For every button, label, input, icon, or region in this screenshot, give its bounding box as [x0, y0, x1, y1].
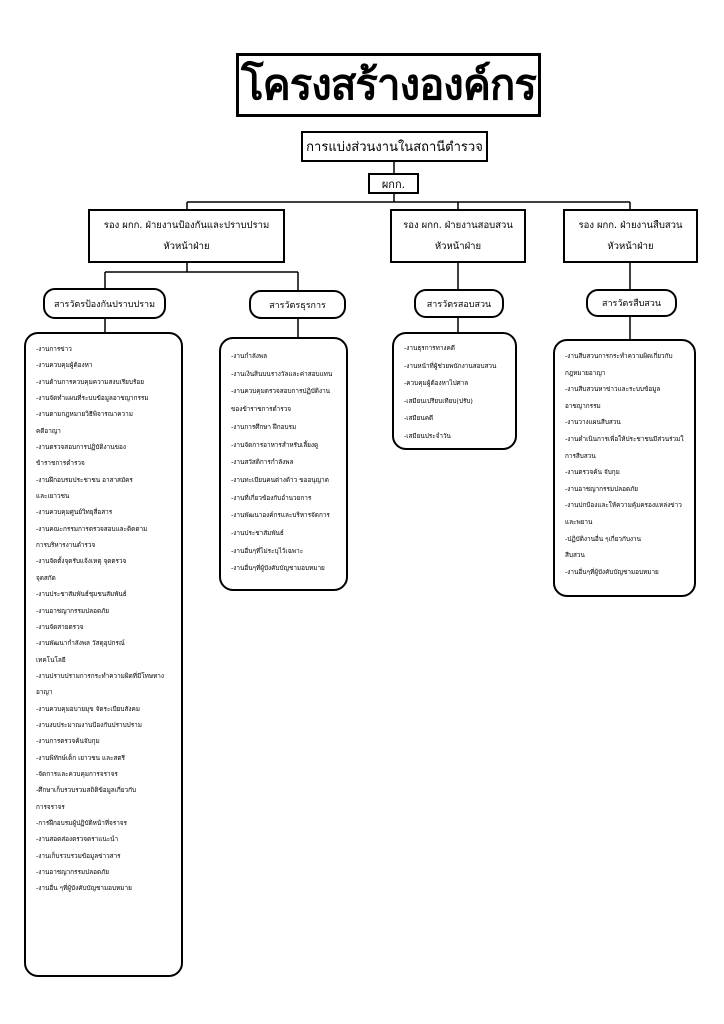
- list-item: -งานตรวจสอบการปฏิบัติงานของ: [36, 443, 126, 452]
- list-item: -งานควบคุมศูนย์วิทยุสื่อสาร: [36, 508, 113, 517]
- list-item: ข้าราชการตำรวจ: [36, 459, 85, 468]
- list-item: -เสมียนประจำวัน: [404, 431, 451, 440]
- list-item: จุดสกัด: [36, 573, 56, 582]
- list-item: -งานจัดทำแผนที่ระบบข้อมูลอาชญากรรม: [36, 394, 149, 403]
- list-item: -งานพัฒนากำลังพล วัสดุอุปกรณ์: [36, 639, 125, 648]
- deputy-title: รอง ผกก. ฝ่ายงานสืบสวน: [578, 220, 683, 231]
- list-item: -งานตามกฎหมายวิธีพิจารณาความ: [36, 410, 133, 419]
- list-item: การบริหารงานตำรวจ: [36, 541, 96, 550]
- list-item: -งานกำลังพล: [231, 352, 268, 360]
- list-item: เทคโนโลยี: [36, 655, 66, 664]
- list-item: -งานการข่าว: [36, 345, 72, 353]
- subtitle: การแบ่งส่วนงานในสถานีตำรวจ: [306, 140, 483, 155]
- list-item: -งานจัดการอาหารสำหรับเลี้ยงดู: [231, 440, 319, 449]
- list-item: -งานควบคุมอบายมุข จัดระเบียบสังคม: [36, 704, 140, 713]
- list-item: -งานทะเบียนคนต่างด้าว ขออนุญาต: [231, 475, 329, 484]
- chief-label: ผกก.: [381, 177, 406, 191]
- list-item: -งานเก็บรวบรวมข้อมูลข่าวสาร: [36, 851, 121, 860]
- list-item: -ศึกษาเก็บรวบรวมสถิติข้อมูลเกี่ยวกับ: [36, 786, 137, 795]
- list-item: -งานควบคุมผู้ต้องหา: [36, 361, 93, 370]
- deputy-box-investigation: รอง ผกก. ฝ่ายงานสืบสวน หัวหน้าฝ่าย: [563, 209, 698, 263]
- list-item: คดีอาญา: [36, 426, 61, 435]
- section-label: สารวัตรสืบสวน: [601, 299, 662, 309]
- section-box-admin: สารวัตรธุรการ: [249, 290, 346, 319]
- list-item: -งานประชาสัมพันธ์ชุมชนสัมพันธ์: [36, 590, 127, 599]
- list-item: -งานตรวจค้น จับกุม: [565, 468, 620, 477]
- deputy-sub: หัวหน้าฝ่าย: [607, 241, 654, 252]
- list-item: -งานด้านการควบคุมความสงบเรียบร้อย: [36, 377, 144, 386]
- duty-list-inquiry: -งานธุรการทางคดี -งานหน้าที่ผู้ช่วยพนักงา…: [392, 332, 517, 450]
- chief-box: ผกก.: [368, 173, 419, 194]
- list-item: -งานการตรวจค้นจับกุม: [36, 737, 100, 746]
- list-item: -พนักงานสอบสวน: [404, 446, 505, 448]
- list-item: สืบสวน: [565, 551, 585, 560]
- list-item: อาญา: [36, 688, 53, 697]
- deputy-title: รอง ผกก. ฝ่ายงานสอบสวน: [403, 220, 513, 231]
- section-label: สารวัตรธุรการ: [269, 300, 326, 311]
- list-item: -งานการศึกษา ฝึกอบรม: [231, 422, 297, 431]
- deputy-sub: หัวหน้าฝ่าย: [163, 241, 210, 252]
- duty-list-admin: -งานกำลังพล -งานเงินสินบนรางวัลและค่าสอบแ…: [219, 337, 348, 591]
- list-item: อาชญากรรม: [565, 401, 601, 410]
- list-item: -เสมียนเปรียบเทียบ(ปรับ): [404, 396, 473, 405]
- section-label: สารวัตรป้องกันปราบปราม: [53, 299, 156, 310]
- deputy-title: รอง ผกก. ฝ่ายงานป้องกันและปราบปราม: [103, 220, 270, 231]
- list-item: -งานควบคุมตรวจสอบการปฏิบัติงาน: [231, 387, 331, 396]
- list-item: -งานประชาสัมพันธ์: [231, 529, 284, 538]
- list-item: -งานสวัสดิการกำลังพล: [231, 458, 294, 467]
- page-title: โครงสร้างองค์กร: [241, 60, 537, 109]
- list-item: -งานจัดตั้งจุดรับแจ้งเหตุ จุดตรวจ: [36, 557, 127, 566]
- list-item: การสืบสวน: [565, 451, 596, 460]
- duty-list-investigation: -งานสืบสวนการกระทำความผิดเกี่ยวกับกฎหมาย…: [553, 339, 696, 597]
- list-item: -งานอาชญากรรมปลอดภัย: [36, 606, 110, 615]
- list-item: -จัดการและควบคุมการจราจร: [36, 769, 118, 778]
- section-box-investigation: สารวัตรสืบสวน: [586, 289, 677, 317]
- list-item: -งานพิทักษ์เด็ก เยาวชน และสตรี: [36, 753, 125, 762]
- section-label: สารวัตรสอบสวน: [426, 299, 492, 310]
- list-item: และพยาน: [565, 517, 593, 526]
- list-item: -งานดำเนินการเพื่อให้ประชาชนมีส่วนร่วมใน: [565, 434, 684, 443]
- list-item: ของข้าราชการตำรวจ: [231, 405, 292, 414]
- list-item: -งานสืบสวนการกระทำความผิดเกี่ยวกับ: [565, 352, 673, 360]
- deputy-box-inquiry: รอง ผกก. ฝ่ายงานสอบสวน หัวหน้าฝ่าย: [390, 209, 526, 263]
- list-item: -งานธุรการทางคดี: [404, 344, 455, 352]
- list-item: -งานฝึกอบรมประชาชน อาสาสมัคร: [36, 475, 133, 484]
- list-item: -งานงบประมาณงานป้องกันปราบปราม: [36, 720, 142, 729]
- list-item: กฎหมายอาญา: [565, 368, 606, 377]
- list-item: และเยาวชน: [36, 492, 70, 501]
- list-item: การจราจร: [36, 802, 65, 811]
- list-item: -งานที่เกี่ยวข้องกับอำนวยการ: [231, 493, 312, 502]
- deputy-box-prevention: รอง ผกก. ฝ่ายงานป้องกันและปราบปราม หัวหน…: [88, 209, 285, 263]
- list-item: -ปฏิบัติงานอื่น ๆเกี่ยวกับงาน: [565, 534, 641, 543]
- list-item: -งานคณะกรรมการตรวจสอบและติดตาม: [36, 524, 148, 533]
- list-item: -งานวางแผนสืบสวน: [565, 418, 621, 427]
- list-item: -งานอาชญากรรมปลอดภัย: [565, 484, 639, 493]
- list-item: -งานจัดสายตรวจ: [36, 622, 84, 631]
- list-item: -เสมียนคดี: [404, 414, 434, 423]
- list-item: -งานหน้าที่ผู้ช่วยพนักงานสอบสวน: [404, 361, 497, 370]
- list-item: -งานอื่นๆที่ไม่ระบุไว้เฉพาะ: [231, 546, 304, 555]
- section-box-inquiry: สารวัตรสอบสวน: [414, 289, 504, 318]
- list-item: -งานเงินสินบนรางวัลและค่าสอบแทน: [231, 369, 333, 378]
- list-item: -งานอื่นๆที่ผู้บังคับบัญชามอบหมาย: [231, 564, 325, 573]
- section-box-prevention: สารวัตรป้องกันปราบปราม: [43, 288, 166, 319]
- list-item: -การฝึกอบรมผู้ปฏิบัติหน้าที่จราจร: [36, 818, 127, 827]
- title-box: โครงสร้างองค์กร: [236, 53, 541, 117]
- list-item: -งานปกป้องและให้ความคุ้มครองแหล่งข่าว: [565, 501, 682, 510]
- duty-list-prevention: -งานการข่าว -งานควบคุมผู้ต้องหา -งานด้านกา…: [24, 332, 183, 977]
- subtitle-box: การแบ่งส่วนงานในสถานีตำรวจ: [301, 131, 488, 162]
- list-item: -งานปราบปรามการกระทำความผิดที่มีโทษทาง: [36, 671, 164, 680]
- deputy-sub: หัวหน้าฝ่าย: [434, 241, 482, 252]
- list-item: -งานสอดส่องตรวจตราแนะนำ: [36, 835, 119, 844]
- list-item: -งานอื่นๆที่ผู้บังคับบัญชามอบหมาย: [565, 567, 659, 576]
- list-item: -งานพัฒนาองค์กรและบริหารจัดการ: [231, 511, 330, 520]
- list-item: -งานสืบสวนหาข่าวและระบบข้อมูล: [565, 385, 661, 394]
- list-item: -งานอาชญากรรมปลอดภัย: [36, 868, 110, 876]
- list-item: -ควบคุมผู้ต้องหาไปศาล: [404, 379, 469, 388]
- list-item: -งานอื่น ๆที่ผู้บังคับบัญชามอบหมาย: [36, 884, 132, 893]
